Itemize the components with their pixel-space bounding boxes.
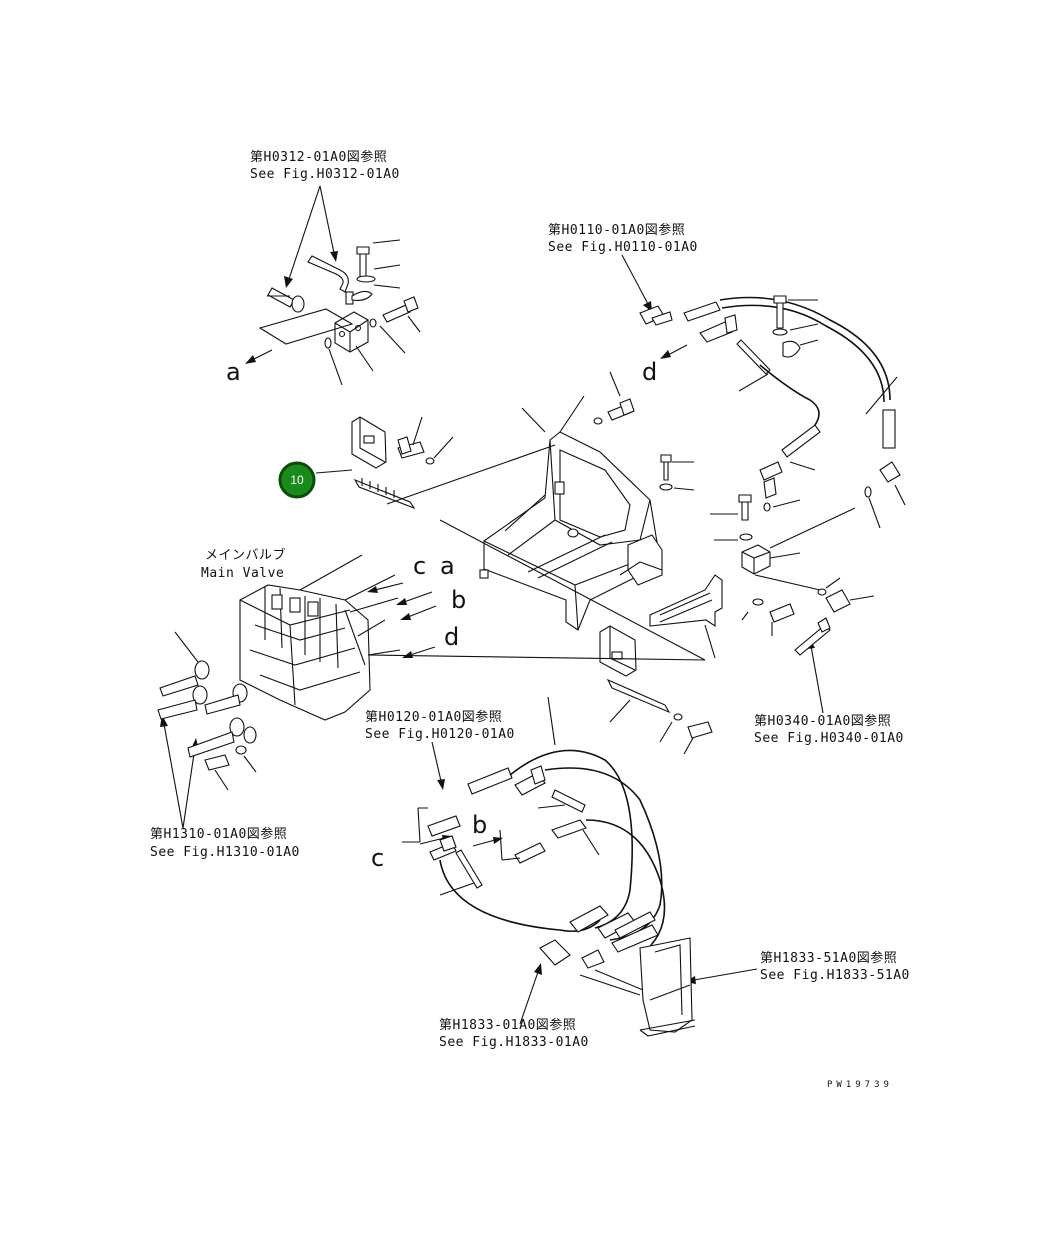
letter-c-mv: c bbox=[413, 552, 426, 580]
letter-c-lower: c bbox=[371, 844, 384, 872]
ref-h0312[interactable]: 第H0312-01A0図参照 See Fig.H0312-01A0 bbox=[250, 149, 400, 182]
ref-h0120-en: See Fig.H0120-01A0 bbox=[365, 727, 515, 742]
lower-hose-assembly bbox=[402, 696, 696, 1037]
letter-d-mv: d bbox=[444, 623, 459, 651]
letter-arrows bbox=[245, 344, 688, 847]
frame-to-lower-bracket-line bbox=[439, 519, 706, 661]
callout-10-leader bbox=[315, 469, 353, 474]
callout-10-number: 10 bbox=[290, 473, 304, 487]
ref-h1310-en: See Fig.H1310-01A0 bbox=[150, 845, 300, 860]
ref-h0340-jp: 第H0340-01A0図参照 bbox=[754, 713, 891, 729]
main-frame-bracket bbox=[479, 395, 663, 631]
main-valve-jp: メインバルブ bbox=[205, 547, 286, 563]
frame-bolts-top bbox=[593, 371, 635, 425]
ref-h0312-jp: 第H0312-01A0図参照 bbox=[250, 149, 387, 165]
ref-h1833-01-jp: 第H1833-01A0図参照 bbox=[439, 1017, 576, 1033]
ref-h0110[interactable]: 第H0110-01A0図参照 See Fig.H0110-01A0 bbox=[548, 222, 698, 255]
valve-block-assembly bbox=[258, 239, 421, 386]
main-valve-label: メインバルブ Main Valve bbox=[201, 547, 286, 581]
letter-b-lower: b bbox=[472, 811, 487, 839]
ref-h1833-01-en: See Fig.H1833-01A0 bbox=[439, 1035, 589, 1050]
ref-h0312-en: See Fig.H0312-01A0 bbox=[250, 167, 400, 182]
letter-d-top: d bbox=[642, 358, 657, 386]
lower-center-bracket bbox=[599, 625, 713, 755]
main-valve-body[interactable] bbox=[239, 554, 706, 721]
ref-h1833-01[interactable]: 第H1833-01A0図参照 See Fig.H1833-01A0 bbox=[439, 1017, 589, 1050]
callout-10-circle bbox=[278, 461, 316, 499]
ref-h0120[interactable]: 第H0120-01A0図参照 See Fig.H0120-01A0 bbox=[365, 709, 515, 742]
mid-right-brackets bbox=[649, 574, 723, 659]
ref-h1310[interactable]: 第H1310-01A0図参照 See Fig.H1310-01A0 bbox=[150, 826, 300, 860]
ref-h0340-en: See Fig.H0340-01A0 bbox=[754, 731, 904, 746]
bracket-to-frame-line bbox=[386, 444, 556, 505]
drawing-code: PW19739 bbox=[827, 1080, 893, 1090]
ref-h0340[interactable]: 第H0340-01A0図参照 See Fig.H0340-01A0 bbox=[754, 713, 904, 746]
bracket-item-10 bbox=[351, 416, 454, 510]
right-hose-assembly bbox=[639, 295, 906, 529]
right-fitting-block bbox=[659, 454, 875, 656]
ref-h1310-jp: 第H1310-01A0図参照 bbox=[150, 826, 287, 842]
letter-b-mv: b bbox=[451, 586, 466, 614]
ref-h0110-en: See Fig.H0110-01A0 bbox=[548, 240, 698, 255]
ref-h0110-jp: 第H0110-01A0図参照 bbox=[548, 222, 685, 238]
valve-fittings-left bbox=[157, 631, 257, 791]
ref-h1833-51-en: See Fig.H1833-51A0 bbox=[760, 968, 910, 983]
main-valve-en: Main Valve bbox=[201, 566, 284, 581]
ref-h0120-jp: 第H0120-01A0図参照 bbox=[365, 709, 502, 725]
ref-h1833-51[interactable]: 第H1833-51A0図参照 See Fig.H1833-51A0 bbox=[760, 950, 910, 983]
callout-10[interactable]: 10 bbox=[278, 461, 353, 499]
letter-a-mv: a bbox=[440, 552, 455, 580]
ref-h1833-51-jp: 第H1833-51A0図参照 bbox=[760, 950, 897, 966]
letter-a-top: a bbox=[226, 358, 241, 386]
